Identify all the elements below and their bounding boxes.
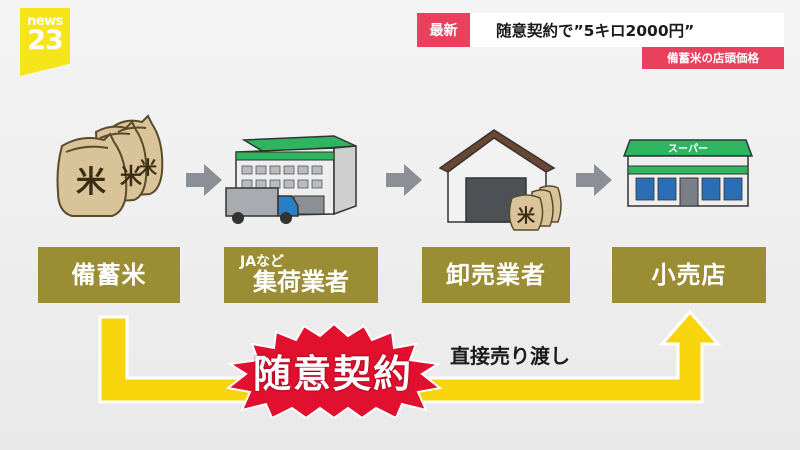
wholesaler-warehouse-illustration: 米	[438, 129, 562, 231]
rice-bag-char: 米	[120, 165, 143, 190]
latest-badge: 最新	[417, 13, 470, 47]
subhead-caption: 備蓄米の店頭価格	[642, 47, 784, 69]
stage-label-text: 小売店	[651, 261, 727, 289]
flow-arrow-icon	[576, 164, 612, 196]
rice-bag-char: 米	[76, 165, 106, 200]
flow-arrow-icon	[386, 164, 422, 196]
flow-arrow-icon	[186, 164, 222, 196]
rice-bag-char: 米	[517, 205, 536, 227]
logo-number-text: 23	[27, 25, 64, 56]
stage-label-subtext: JAなど	[240, 254, 285, 270]
burst-highlight-shape	[225, 322, 443, 418]
rice-bag-char: 米	[139, 157, 158, 179]
highlight-text: 随意契約	[252, 351, 413, 396]
stage-label-collectors: JAなど 集荷業者	[224, 247, 378, 303]
direct-sale-label: 直接売り渡し	[450, 344, 570, 368]
logo-news-text: news	[27, 14, 63, 29]
stage-label-retailer: 小売店	[612, 247, 766, 303]
stage-label-text: 卸売業者	[446, 261, 546, 289]
headline-caption: 随意契約で”5キロ2000円”	[470, 13, 784, 47]
supermarket-sign: スーパー	[668, 143, 708, 155]
warehouse-truck-illustration	[225, 135, 357, 224]
news23-logo: news 23	[20, 8, 70, 76]
stage-label-text: 備蓄米	[71, 261, 147, 289]
stage-label-text: 集荷業者	[253, 268, 349, 296]
rice-bags-illustration: 米 米 米	[56, 114, 164, 217]
supermarket-illustration: スーパー	[622, 139, 754, 207]
stage-label-stockpiled-rice: 備蓄米	[38, 247, 180, 303]
stage-label-wholesaler: 卸売業者	[422, 247, 570, 303]
